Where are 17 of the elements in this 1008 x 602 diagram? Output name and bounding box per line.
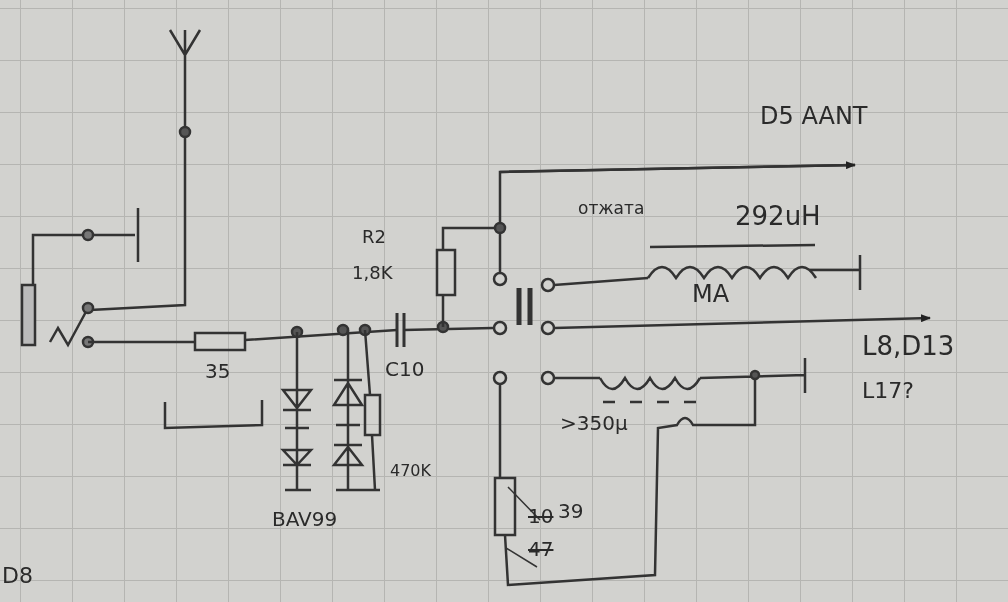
part-label: D8 <box>2 565 33 587</box>
inductance-value: 292uH <box>735 205 821 227</box>
inductance-value: >350μ <box>560 412 628 434</box>
resistance-value: 10 <box>528 505 554 527</box>
resistance-value: 47 <box>528 538 554 560</box>
reference-designator: C10 <box>385 358 425 380</box>
net-label: L8,D13 <box>862 335 955 357</box>
resistance-value: 35 <box>205 360 231 382</box>
part-number: BAV99 <box>272 508 338 530</box>
note-text: отжата <box>578 197 645 219</box>
net-label: L17? <box>862 380 914 402</box>
coil-label: MA <box>692 283 730 305</box>
resistance-value: 39 <box>558 500 584 522</box>
resistance-value: 470K <box>390 460 432 482</box>
reference-designator: R2 <box>362 226 386 248</box>
resistance-value: 1,8K <box>352 262 393 284</box>
net-label: D5 AANT <box>760 105 868 127</box>
